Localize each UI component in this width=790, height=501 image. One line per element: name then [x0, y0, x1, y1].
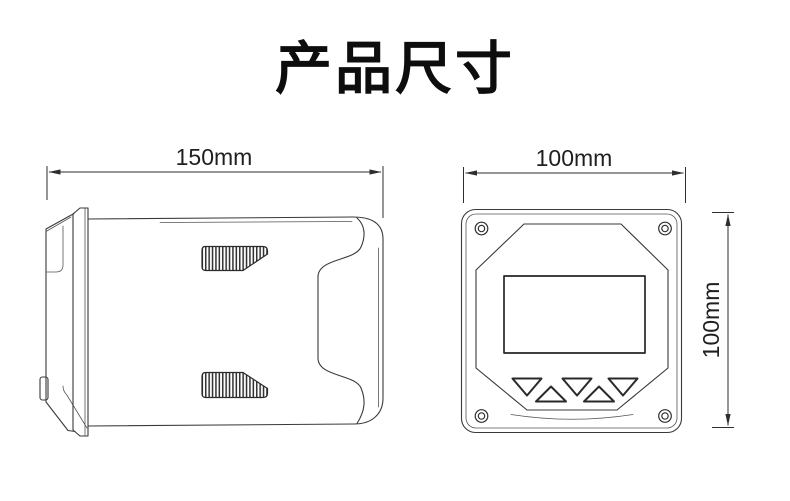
bezel-panel	[475, 223, 669, 411]
front-view-drawing: 100mm 100mm	[460, 145, 734, 434]
corner-screw	[474, 409, 489, 423]
key-up-triangle-icon	[535, 385, 567, 403]
mounting-rail	[72, 207, 89, 437]
keypad	[511, 377, 639, 403]
side-view-drawing: 150mm	[39, 144, 384, 437]
front-width-dimension: 100mm	[463, 145, 686, 203]
corner-screw	[658, 221, 672, 236]
bezel-profile-line	[317, 217, 365, 425]
front-width-label: 100mm	[536, 145, 613, 171]
front-height-dimension: 100mm	[698, 212, 734, 428]
vent-grille-top	[201, 245, 269, 272]
key-down-triangle-icon	[561, 377, 593, 397]
corner-screw	[474, 221, 489, 236]
corner-screw	[658, 409, 672, 423]
mounting-bracket	[45, 212, 88, 433]
front-height-label: 100mm	[698, 282, 724, 359]
key-up-triangle-icon	[583, 385, 615, 403]
vent-grille-bottom	[201, 371, 269, 399]
enclosure-front-outline	[460, 208, 683, 434]
side-width-label: 150mm	[176, 144, 253, 170]
lcd-display	[503, 275, 646, 354]
page-title: 产品尺寸	[275, 37, 515, 101]
key-down-triangle-icon	[607, 377, 639, 397]
bezel-bottom-lip	[510, 414, 634, 420]
bracket-tab	[39, 376, 49, 401]
body-top-inner-line	[159, 221, 353, 223]
key-down-triangle-icon	[511, 377, 543, 397]
side-width-dimension: 150mm	[46, 144, 384, 218]
enclosure-front-inner-outline	[465, 213, 678, 429]
enclosure-body	[87, 216, 384, 427]
